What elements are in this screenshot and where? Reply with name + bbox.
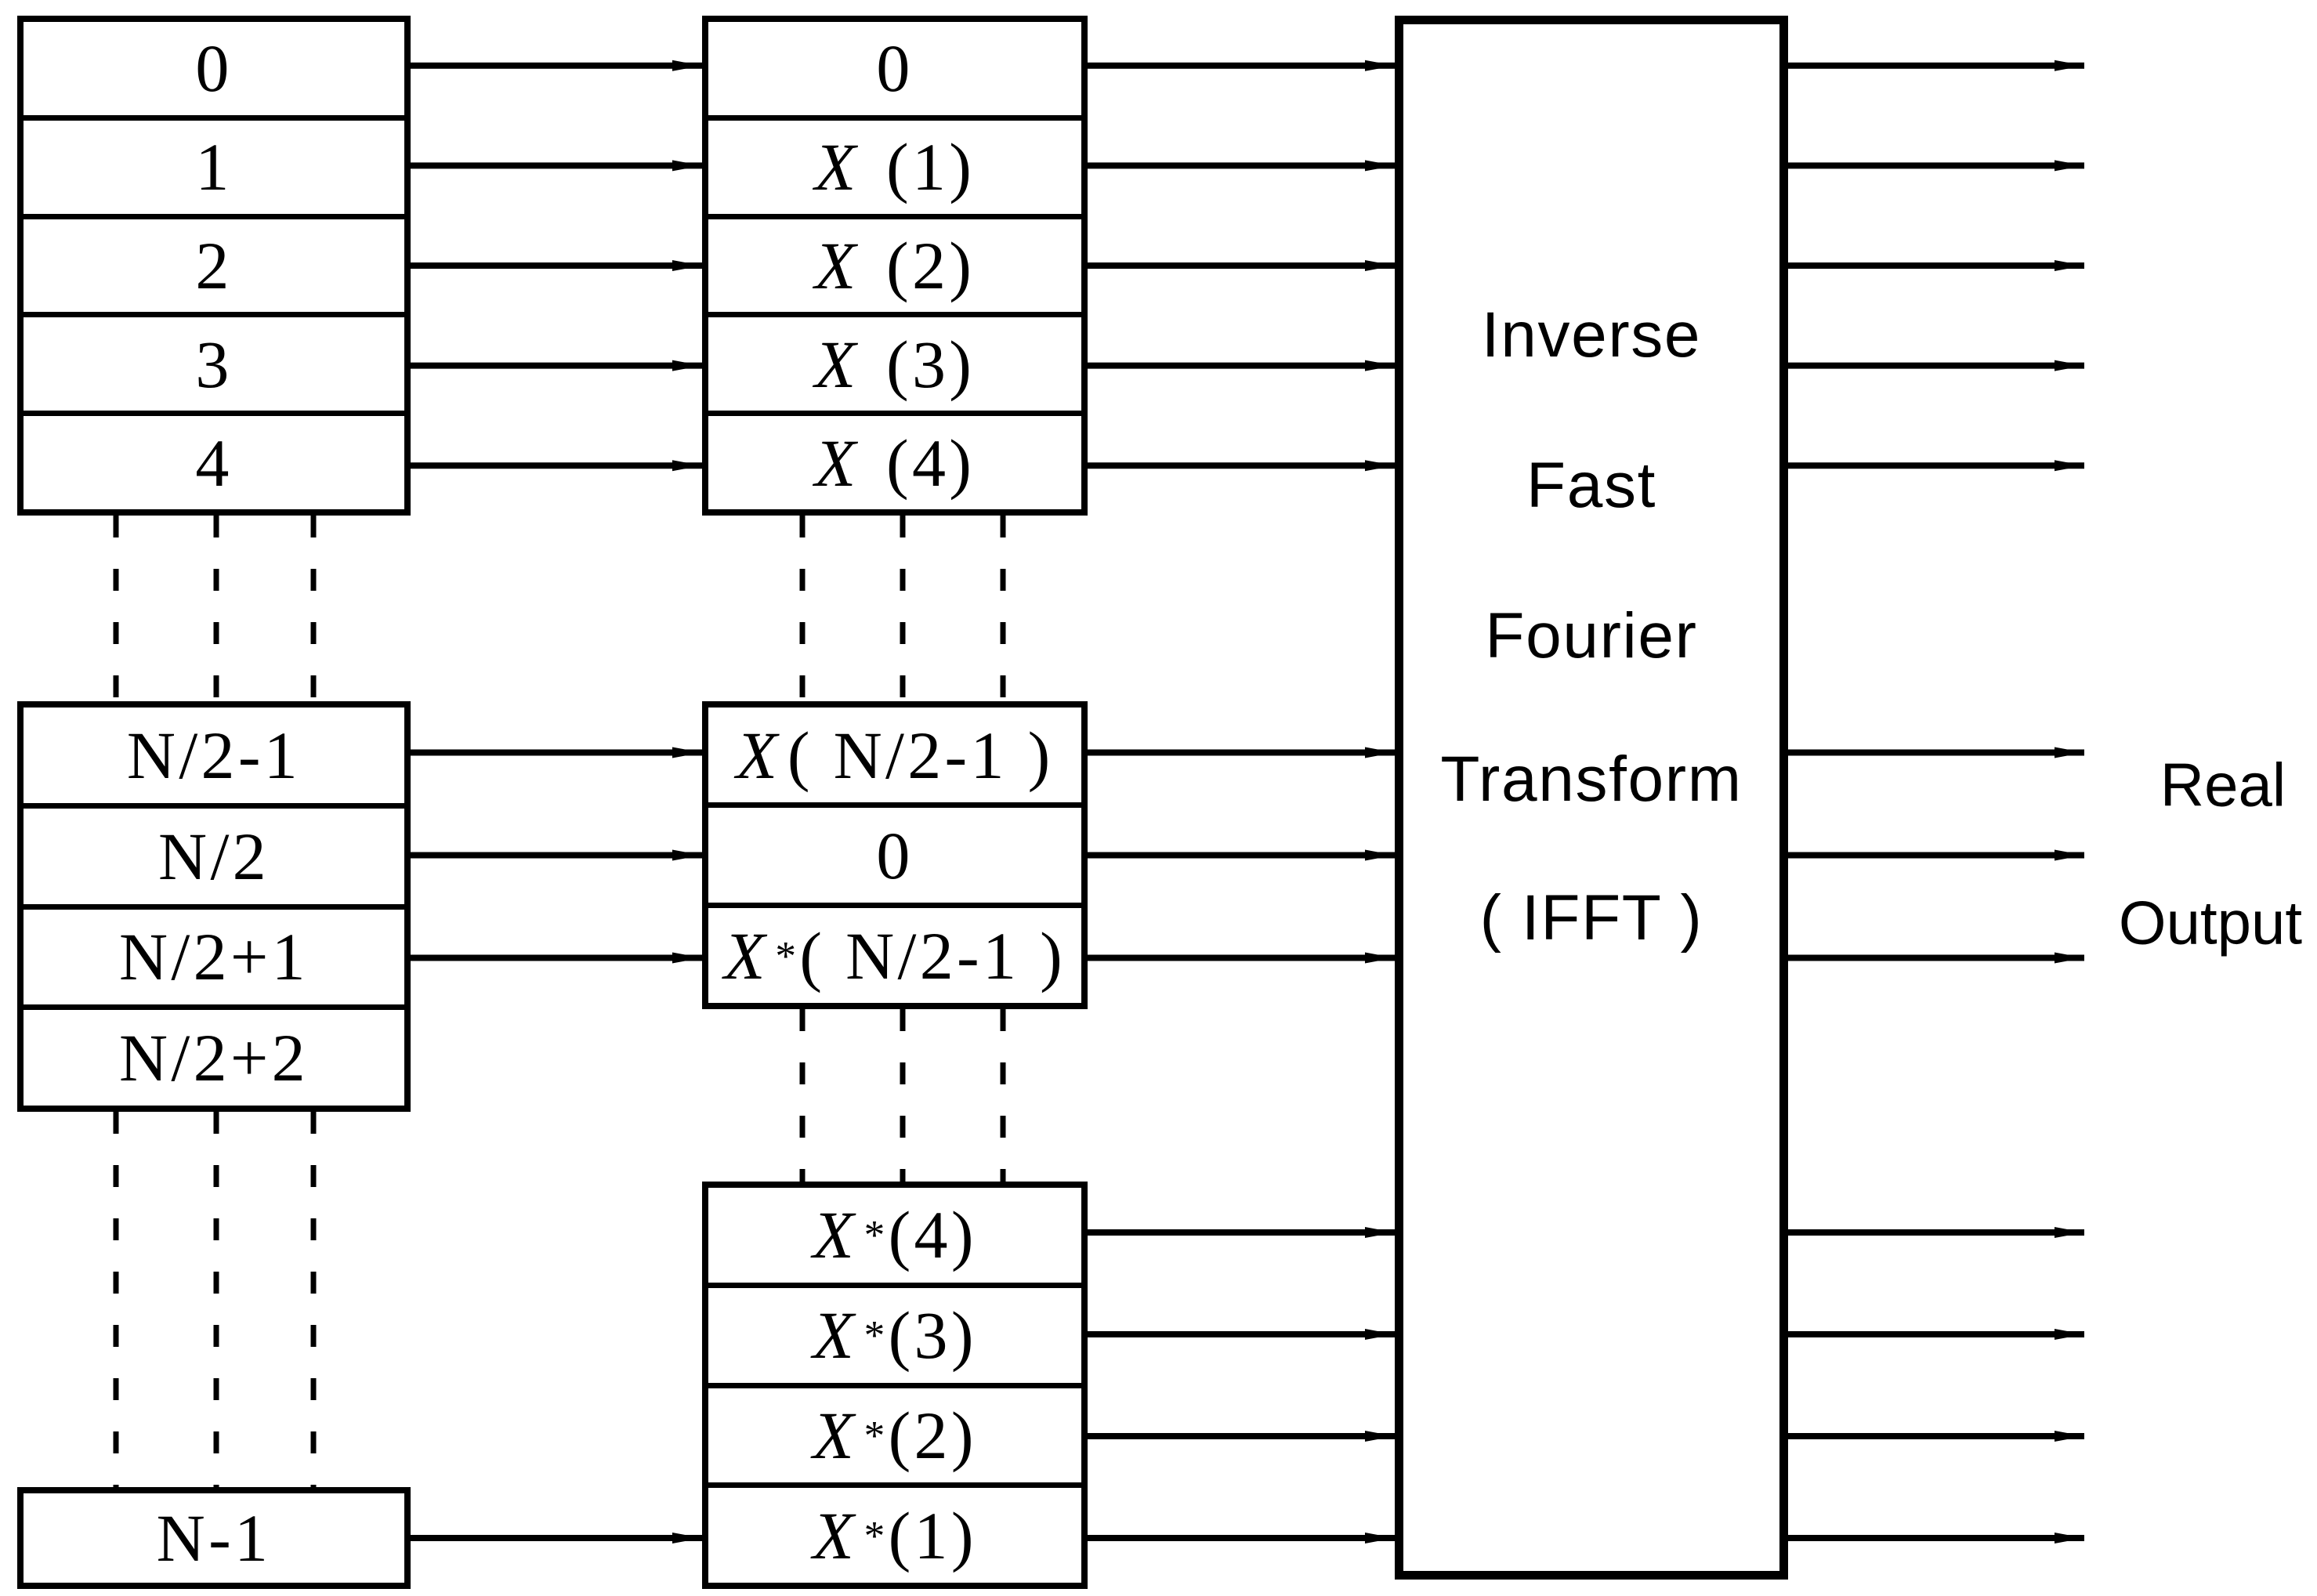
ifft-label-line-4: Transform: [1403, 743, 1779, 816]
memory-cell: X( N/2-1 ): [708, 708, 1081, 802]
real-output-label-line2: Output: [2119, 888, 2302, 959]
memory-cell: X*( N/2-1 ): [708, 903, 1081, 1003]
memory-cell: N/2: [24, 803, 404, 904]
memory-cell: 0: [708, 22, 1081, 115]
memory-cell: X (2): [708, 214, 1081, 313]
input-index-bottom-box: N-1: [17, 1487, 411, 1589]
memory-cell: X (3): [708, 312, 1081, 411]
memory-cell: X (1): [708, 115, 1081, 214]
memory-cell: X*(1): [708, 1482, 1081, 1583]
ifft-label-line-1: Inverse: [1403, 299, 1779, 372]
input-index-middle-box: N/2-1N/2N/2+1N/2+2: [17, 701, 411, 1112]
memory-cell: 2: [24, 214, 404, 313]
subcarrier-middle-box: X( N/2-1 )0X*( N/2-1 ): [702, 701, 1088, 1009]
memory-cell: 0: [24, 22, 404, 115]
memory-cell: N-1: [24, 1493, 404, 1583]
input-index-top-box: 01234: [17, 16, 411, 516]
memory-cell: X*(4): [708, 1188, 1081, 1283]
real-output-label-line1: Real: [2160, 750, 2286, 821]
memory-cell: 3: [24, 312, 404, 411]
memory-cell: X*(2): [708, 1383, 1081, 1483]
memory-cell: N/2-1: [24, 708, 404, 803]
memory-cell: X*(3): [708, 1283, 1081, 1383]
memory-cell: N/2+1: [24, 904, 404, 1005]
ifft-label-line-2: Fast: [1403, 449, 1779, 523]
ifft-label-line-3: Fourier: [1403, 599, 1779, 673]
ifft-label-line-5: ( IFFT ): [1403, 881, 1779, 955]
memory-cell: 1: [24, 115, 404, 214]
memory-cell: X (4): [708, 411, 1081, 509]
subcarrier-top-box: 0X (1)X (2)X (3)X (4): [702, 16, 1088, 516]
subcarrier-bottom-box: X*(4)X*(3)X*(2)X*(1): [702, 1182, 1088, 1589]
memory-cell: N/2+2: [24, 1004, 404, 1106]
memory-cell: 0: [708, 802, 1081, 903]
memory-cell: 4: [24, 411, 404, 509]
ifft-block: Inverse Fast Fourier Transform ( IFFT ): [1395, 16, 1788, 1580]
